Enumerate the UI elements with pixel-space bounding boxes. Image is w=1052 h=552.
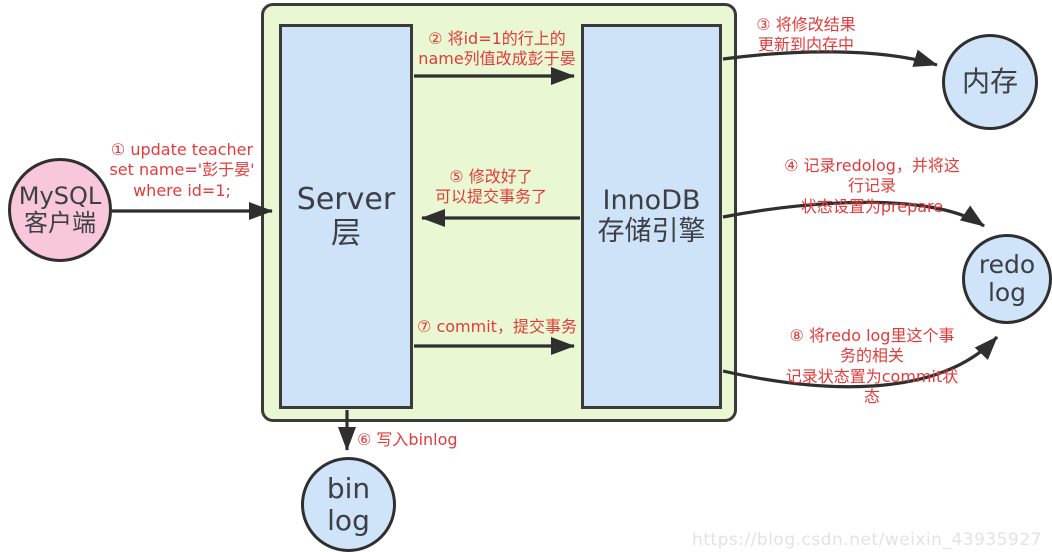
mysql-client-node: MySQL 客户端 bbox=[8, 158, 112, 262]
step1-label: ① update teacher set name='彭于晏' where id… bbox=[109, 140, 255, 200]
memory-node: 内存 bbox=[942, 34, 1038, 130]
step5-label: ⑤ 修改好了 可以提交事务了 bbox=[434, 167, 548, 207]
step8-label: ⑧ 将redo log里这个事务的相关 记录状态置为commit状态 bbox=[785, 326, 959, 407]
innodb-engine-node: InnoDB 存储引擎 bbox=[581, 24, 722, 409]
step6-label: ⑥ 写入binlog bbox=[357, 430, 458, 449]
server-layer-node: Server层 bbox=[279, 24, 413, 409]
redo-log-node: redo log bbox=[962, 234, 1052, 324]
bin-log-node: bin log bbox=[301, 457, 396, 552]
step3-label: ③ 将修改结果 更新到内存中 bbox=[756, 15, 856, 55]
csdn-watermark: https://blog.csdn.net/weixin_43935927 bbox=[691, 530, 1042, 550]
step2-label: ② 将id=1的行上的 name列值改成彭于晏 bbox=[418, 29, 576, 69]
step4-label: ④ 记录redolog，并将这行记录 状态设置为prepare bbox=[784, 156, 960, 216]
step7-label: ⑦ commit，提交事务 bbox=[417, 317, 577, 336]
